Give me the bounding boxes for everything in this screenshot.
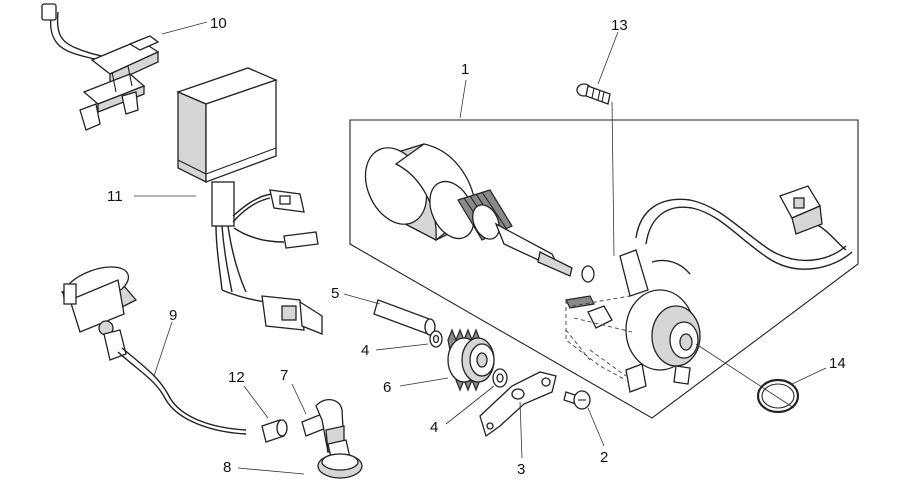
leader-2 [587,407,605,447]
callout-4-upper: 4 [361,342,369,359]
starter-harness [635,185,853,275]
part-9-ignition-coil [60,266,247,435]
part-12-cap [261,419,288,443]
leader-9 [153,321,173,377]
leader-14-axis [695,343,795,409]
part-6-gear [447,328,495,392]
callout-11: 11 [107,188,123,205]
part-10-relay [41,3,160,131]
leader-5 [343,293,381,305]
leader-4-upper [375,343,429,351]
callout-6: 6 [383,379,391,396]
callout-10: 10 [210,15,227,32]
leader-4-lower [445,385,495,425]
callout-3: 3 [517,461,525,478]
leader-7 [291,383,307,415]
callout-5: 5 [331,285,339,302]
callout-9: 9 [169,307,177,324]
part-11-cdi-unit [176,67,323,335]
leader-12 [243,385,269,419]
callout-4-lower: 4 [430,419,438,436]
leader-10 [161,21,208,35]
leader-14 [791,367,827,385]
part-2-screw [563,390,591,410]
leader-6 [399,377,449,387]
assembly-frame [349,119,859,419]
part-5-pin [373,299,436,336]
armature [457,189,595,283]
callout-1: 1 [461,61,469,78]
part-14-o-ring [756,378,800,414]
part-4-washer-upper [429,330,443,348]
starter-end-cover [565,249,701,393]
part-13-bolt [576,83,611,105]
leader-1 [459,79,467,119]
part-1-starter-assembly [349,119,859,419]
part-3-bracket [479,371,557,438]
callout-14: 14 [829,355,846,372]
callout-8: 8 [223,459,231,476]
leader-13-axis [611,101,615,257]
callout-2: 2 [600,449,608,466]
callout-13: 13 [611,17,628,34]
starter-motor-housing [364,143,477,242]
callout-12: 12 [228,369,245,386]
part-8-boot [317,439,363,479]
leader-3 [519,401,523,459]
callout-7: 7 [280,367,288,384]
leader-8 [237,467,305,475]
part-4-washer-lower [492,368,508,388]
leader-13 [597,31,619,85]
